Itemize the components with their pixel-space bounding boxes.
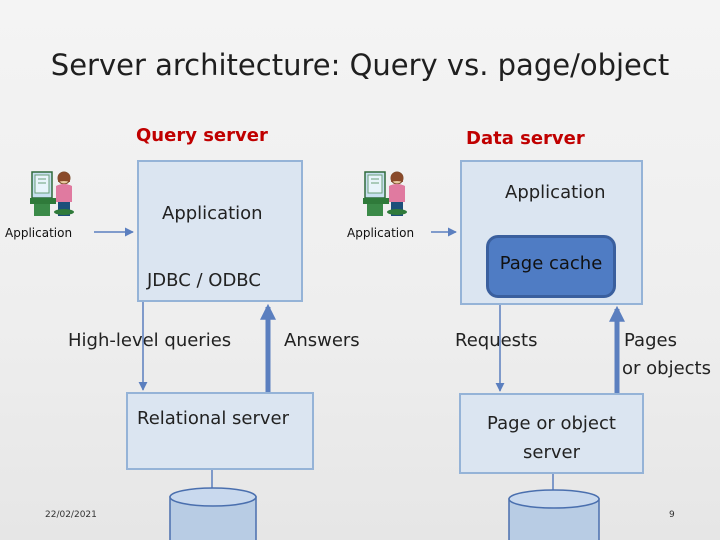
query-app-box — [137, 160, 303, 302]
right-client-label: Application — [347, 226, 415, 240]
requests-label: Requests — [455, 330, 538, 351]
data-app-label: Application — [505, 182, 606, 203]
relational-database-icon — [169, 487, 257, 540]
footer-date: 22/02/2021 — [45, 510, 97, 520]
right-user-computer-icon — [363, 171, 407, 216]
jdbc-odbc-label: JDBC / ODBC — [147, 270, 261, 291]
page-object-server-box — [459, 393, 644, 474]
left-client-label: Application — [5, 226, 73, 240]
left-user-computer-icon — [30, 171, 74, 216]
relational-server-label: Relational server — [137, 408, 290, 429]
high-level-queries-label: High-level queries — [68, 330, 232, 351]
page-object-server-line2: server — [523, 442, 580, 463]
page-object-server-line1: Page or object — [487, 413, 616, 434]
page-cache-box: Page cache — [486, 235, 616, 298]
relational-server-box — [126, 392, 314, 470]
pages-label-line2: or objects — [622, 358, 711, 379]
page-database-icon — [508, 489, 600, 540]
slide-title: Server architecture: Query vs. page/obje… — [50, 48, 670, 82]
data-server-heading: Data server — [466, 128, 585, 149]
query-app-label: Application — [162, 203, 263, 224]
pages-label-line1: Pages — [624, 330, 677, 351]
query-server-heading: Query server — [136, 125, 268, 146]
answers-label: Answers — [284, 330, 360, 351]
footer-page-number: 9 — [669, 510, 675, 520]
